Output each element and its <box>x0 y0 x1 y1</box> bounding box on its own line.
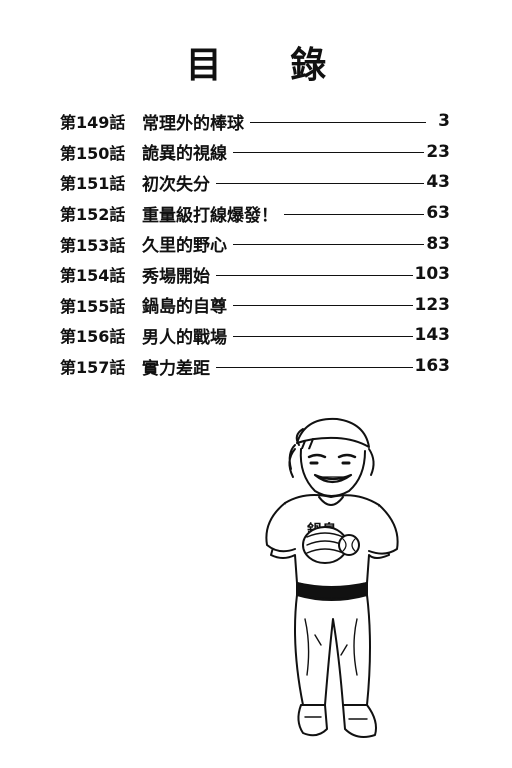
page-number: 23 <box>426 141 450 162</box>
chapter-title: 鍋島的自尊 <box>142 297 227 318</box>
toc-entry[interactable]: 第149話 常理外的棒球 3 <box>60 106 450 137</box>
page-number: 63 <box>426 203 450 224</box>
page-number: 83 <box>426 233 450 254</box>
chapter-title: 詭異的視線 <box>142 144 227 165</box>
chapter-number: 第156話 <box>60 327 126 347</box>
page-number: 43 <box>426 172 450 193</box>
leader-line <box>216 182 425 184</box>
leader-line <box>216 366 413 368</box>
toc-entry[interactable]: 第154話 秀場開始 103 <box>60 259 450 290</box>
leader-line <box>233 305 413 307</box>
leader-line <box>233 152 425 154</box>
toc-entry[interactable]: 第155話 鍋島的自尊 123 <box>60 290 450 321</box>
chapter-number: 第151話 <box>60 174 126 194</box>
page-number: 163 <box>414 356 451 377</box>
toc-entry[interactable]: 第150話 詭異的視線 23 <box>60 137 450 168</box>
toc-title: 目 錄 <box>185 45 355 86</box>
toc-entry[interactable]: 第156話 男人的戰場 143 <box>60 320 450 351</box>
toc-entry[interactable]: 第157話 實力差距 163 <box>60 351 450 382</box>
page-number: 123 <box>414 294 451 315</box>
chapter-number: 第157話 <box>60 358 126 378</box>
chapter-title: 實力差距 <box>142 358 210 379</box>
chapter-number: 第155話 <box>60 296 126 316</box>
chapter-title: 重量級打線爆發！ <box>142 205 278 226</box>
page-number: 143 <box>414 325 451 346</box>
chapter-title: 初次失分 <box>142 174 210 195</box>
leader-line <box>250 121 426 123</box>
chapter-number: 第154話 <box>60 266 126 286</box>
leader-line <box>216 274 413 276</box>
page-number: 3 <box>438 111 450 132</box>
chapter-title: 男人的戰場 <box>142 327 227 348</box>
chapter-title: 秀場開始 <box>142 266 210 287</box>
toc-entry[interactable]: 第152話 重量級打線爆發！ 63 <box>60 198 450 229</box>
leader-line <box>233 244 425 246</box>
chapter-number: 第149話 <box>60 113 126 133</box>
toc-entry[interactable]: 第151話 初次失分 43 <box>60 167 450 198</box>
toc-list: 第149話 常理外的棒球 3 第150話 詭異的視線 23 第151話 初次失分… <box>60 106 450 381</box>
leader-line <box>284 213 425 215</box>
page-number: 103 <box>414 264 451 285</box>
leader-line <box>233 335 413 337</box>
chapter-number: 第152話 <box>60 205 126 225</box>
chapter-number: 第150話 <box>60 143 126 163</box>
chapter-title: 常理外的棒球 <box>142 113 244 134</box>
chapter-title: 久里的野心 <box>142 236 227 257</box>
chapter-number: 第153話 <box>60 235 126 255</box>
toc-entry[interactable]: 第153話 久里的野心 83 <box>60 228 450 259</box>
baseball-player-illustration: 鍋島 <box>245 405 415 750</box>
